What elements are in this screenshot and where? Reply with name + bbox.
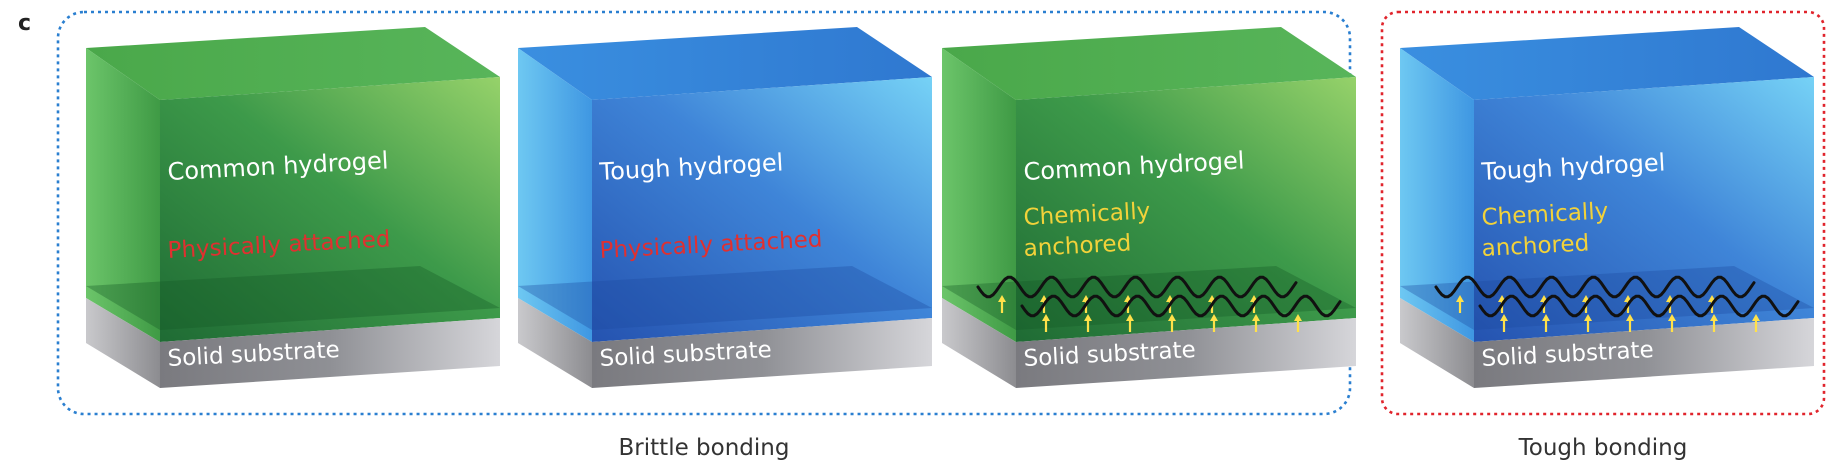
hydrogel-side-face <box>942 48 1016 342</box>
substrate-front-face <box>1474 318 1814 388</box>
hydrogel-top-face <box>942 27 1356 100</box>
anchor-arrowhead <box>1710 314 1718 321</box>
anchor-arrowhead <box>1210 314 1218 321</box>
substrate-side-face <box>518 298 592 388</box>
substrate-side-face <box>86 298 160 388</box>
hydrogel-side-face <box>1400 48 1474 342</box>
anchor-arrowhead <box>998 295 1006 302</box>
anchor-arrowhead <box>1168 314 1176 321</box>
anchor-arrowhead <box>1126 314 1134 321</box>
hydrogel-side-face <box>86 48 160 342</box>
polymer-chain-1 <box>976 275 1298 299</box>
anchor-arrowhead <box>1294 314 1302 321</box>
anchor-arrowhead <box>1752 314 1760 321</box>
anchor-arrowhead <box>1252 314 1260 321</box>
interface-layer <box>86 266 500 330</box>
anchor-arrowhead <box>1626 314 1634 321</box>
hydrogel-front-face <box>1474 77 1814 342</box>
interface-label-line2: anchored <box>1023 230 1132 262</box>
anchor-arrowhead <box>1456 295 1464 302</box>
hydrogel-front-face <box>1016 77 1356 342</box>
tough-bonding-label: Tough bonding <box>1518 435 1688 461</box>
hydrogel-top-face <box>518 27 932 100</box>
substrate-side-face <box>1400 298 1474 388</box>
hydrogel-front-face <box>160 77 500 342</box>
interface-label-line2: anchored <box>1481 230 1590 262</box>
substrate-front-face <box>592 318 932 388</box>
hydrogel-top-face <box>86 27 500 100</box>
hydrogel-front-face <box>592 77 932 342</box>
substrate-side-face <box>942 298 1016 388</box>
anchor-arrowhead <box>1084 314 1092 321</box>
substrate-front-face <box>160 318 500 388</box>
brittle-bonding-group-border <box>56 10 1352 416</box>
tough-bonding-group-border <box>1380 10 1826 416</box>
hydrogel-top-face <box>1400 27 1814 100</box>
polymer-chain-2 <box>1478 294 1800 318</box>
anchor-arrowhead <box>1042 314 1050 321</box>
anchor-arrowhead <box>1584 314 1592 321</box>
polymer-chain-2 <box>1020 294 1342 318</box>
substrate-front-face <box>1016 318 1356 388</box>
panel-label: c <box>18 11 31 36</box>
anchor-arrowhead <box>1500 314 1508 321</box>
anchor-arrowhead <box>1668 314 1676 321</box>
anchor-arrowhead <box>1542 314 1550 321</box>
brittle-bonding-label: Brittle bonding <box>619 435 790 461</box>
hydrogel-side-face <box>518 48 592 342</box>
polymer-chain-1 <box>1434 275 1756 299</box>
interface-layer <box>518 266 932 330</box>
